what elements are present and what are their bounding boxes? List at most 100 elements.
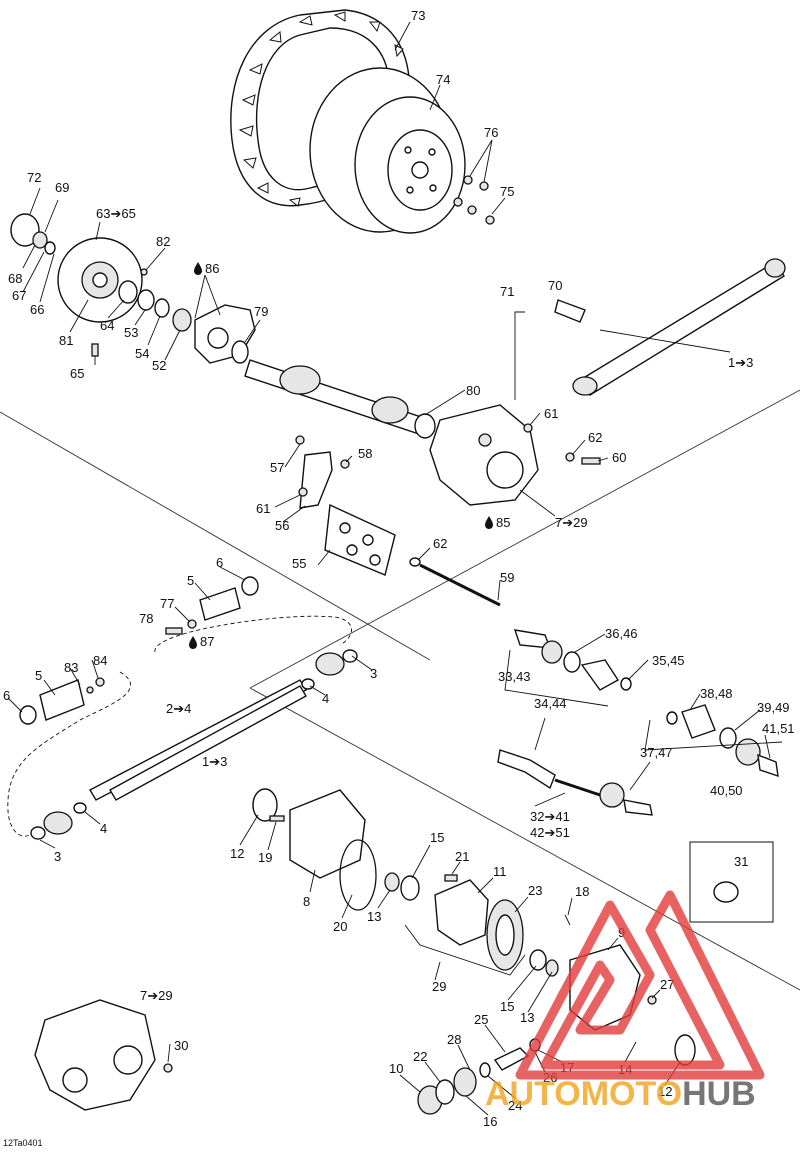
hub-bearings [118, 280, 192, 332]
small-fasteners [140, 268, 148, 276]
callout-32-41: 32➔41 [530, 809, 570, 824]
callout-77: 77 [160, 596, 174, 611]
callout-64: 64 [100, 318, 114, 333]
callout-65: 65 [70, 366, 84, 381]
vent-hose [514, 299, 586, 400]
dashed-groupings [7, 615, 352, 837]
propeller-shaft-upper [89, 649, 358, 801]
callout-25: 25 [474, 1012, 488, 1027]
diff-bearings-right [529, 949, 559, 977]
callout-30: 30 [174, 1038, 188, 1053]
callout-11: 11 [493, 864, 507, 879]
callout-62-bottom: 62 [433, 536, 447, 551]
callout-4-top: 4 [322, 691, 329, 706]
cv-shaft-assembly [497, 749, 653, 816]
group-brackets [404, 914, 571, 976]
cv-axle [244, 359, 436, 439]
watermark-brand-part1: AUTOMOTO [485, 1075, 682, 1113]
oil-drop-icon [194, 262, 202, 275]
callout-71: 71 [500, 284, 514, 299]
callout-5-left: 5 [35, 668, 42, 683]
callout-7-29-top: 7➔29 [555, 515, 588, 530]
callout-2-4: 2➔4 [166, 701, 191, 716]
callout-15-top: 15 [430, 830, 444, 845]
callout-82: 82 [156, 234, 170, 249]
callout-27: 27 [660, 977, 674, 992]
wheel-nuts [453, 175, 495, 225]
front-differential-housing [429, 404, 539, 506]
coupler-sleeve [19, 677, 105, 725]
callout-63-65: 63➔65 [96, 206, 136, 221]
callout-80: 80 [466, 383, 480, 398]
callout-29: 29 [432, 979, 446, 994]
callout-40-50: 40,50 [710, 783, 743, 798]
long-mount-bolt [409, 557, 501, 607]
brake-disc-hub [57, 237, 143, 323]
callout-18: 18 [575, 884, 589, 899]
watermark-brand-part2: HUB [682, 1075, 756, 1113]
callout-61-top: 61 [544, 406, 558, 421]
callout-12-left: 12 [230, 846, 244, 861]
callout-61-bottom: 61 [256, 501, 270, 516]
bracket-lines [504, 649, 783, 751]
automotohub-watermark: AUTOMOTOHUB [485, 890, 765, 1113]
callout-54: 54 [135, 346, 149, 361]
callout-12-right: 12 [658, 1084, 672, 1099]
callout-34-44: 34,44 [534, 696, 567, 711]
callout-3-bottom: 3 [54, 849, 61, 864]
section-divider-lines [0, 389, 800, 991]
rim-illustration [309, 67, 466, 234]
callout-59: 59 [500, 570, 514, 585]
callout-62-top: 62 [588, 430, 602, 445]
callout-1-3-mid: 1➔3 [202, 754, 227, 769]
diagram-code: 12Ta0401 [3, 1138, 43, 1148]
callout-33-43: 33,43 [498, 669, 531, 684]
watermark-triangle-logo [515, 890, 765, 1080]
callout-78: 78 [139, 611, 153, 626]
callout-1-3-top: 1➔3 [728, 355, 753, 370]
callout-83: 83 [64, 660, 78, 675]
callout-76: 76 [484, 125, 498, 140]
callout-72: 72 [27, 170, 41, 185]
callout-3-top: 3 [370, 666, 377, 681]
callout-58: 58 [358, 446, 372, 461]
callout-67: 67 [12, 288, 26, 303]
svg-text:AUTOMOTOHUB: AUTOMOTOHUB [485, 1075, 756, 1113]
ring-gear [486, 899, 524, 971]
callout-39-49: 39,49 [757, 700, 790, 715]
callout-86: 86 [205, 261, 219, 276]
callout-55: 55 [292, 556, 306, 571]
callout-37-47: 37,47 [640, 745, 673, 760]
oil-drop-icon [189, 636, 197, 649]
callout-74: 74 [436, 72, 450, 87]
callout-66: 66 [30, 302, 44, 317]
callout-38-48: 38,48 [700, 686, 733, 701]
callout-68: 68 [8, 271, 22, 286]
rear-diff-assembly-thumb [34, 999, 173, 1111]
diff-mount-bracket [299, 451, 333, 509]
callout-13-bottom: 13 [520, 1010, 534, 1025]
callout-labels: 73 74 76 75 72 69 63➔65 82 86 68 67 66 8… [3, 8, 795, 1148]
callout-8: 8 [303, 894, 310, 909]
callout-35-45: 35,45 [652, 653, 685, 668]
callout-41-51: 41,51 [762, 721, 795, 736]
o-ring [339, 839, 377, 911]
callout-84: 84 [93, 653, 107, 668]
coupler-sleeve-2 [165, 576, 259, 635]
hub-bolt [91, 343, 99, 357]
callout-6-left: 6 [3, 688, 10, 703]
callout-85: 85 [496, 515, 510, 530]
callout-69: 69 [55, 180, 69, 195]
callout-81: 81 [59, 333, 73, 348]
callout-56: 56 [275, 518, 289, 533]
callout-19: 19 [258, 850, 272, 865]
callout-10: 10 [389, 1061, 403, 1076]
callout-52: 52 [152, 358, 166, 373]
callout-60: 60 [612, 450, 626, 465]
cv-joint-set-b [666, 704, 779, 778]
diff-bearings-left [384, 872, 420, 901]
callout-87: 87 [200, 634, 214, 649]
callout-36-46: 36,46 [605, 626, 638, 641]
callout-22: 22 [413, 1049, 427, 1064]
